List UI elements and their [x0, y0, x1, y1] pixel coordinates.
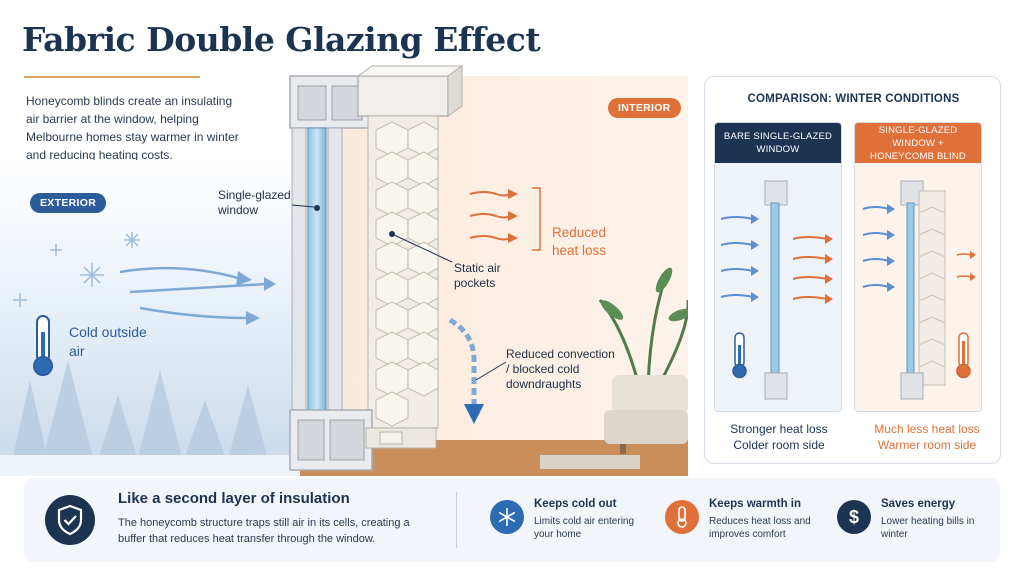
feature-title: Keeps warmth in	[709, 498, 802, 510]
page-title: Fabric Double Glazing Effect	[22, 20, 541, 59]
honeycomb-blind-caption-line2: Warmer room side	[877, 438, 977, 452]
intro-text: Honeycomb blinds create an insulating ai…	[26, 94, 239, 162]
comparison-panel: COMPARISON: WINTER CONDITIONS BARE SINGL…	[704, 76, 1001, 464]
benefits-divider	[456, 492, 457, 548]
snow-ground	[0, 455, 300, 476]
feature-text: Lower heating bills in winter	[881, 516, 975, 540]
snowy-trees	[10, 360, 271, 470]
heat-loss-label: Reduced heat loss	[552, 225, 607, 258]
heat-loss-bracket	[532, 187, 541, 251]
honeycomb-blind-caption-line1: Much less heat loss	[874, 422, 980, 436]
glass-pointer-dot	[314, 205, 320, 211]
thermometer-icon	[665, 500, 699, 534]
heat-arrowheads	[508, 189, 518, 243]
feature-text: Limits cold air entering your home	[534, 516, 635, 540]
bare-window-caption: Stronger heat loss Colder room side	[705, 421, 853, 453]
convection-arrow	[448, 317, 477, 408]
bare-window-card: BARE SINGLE-GLAZED WINDOW	[714, 122, 842, 412]
window-frame-top	[289, 65, 464, 129]
honeycomb-blind-header: SINGLE-GLAZED WINDOW + HONEYCOMB BLIND	[855, 123, 981, 163]
exterior-badge: EXTERIOR	[30, 193, 107, 213]
feature-title: Saves energy	[881, 498, 956, 510]
benefits-bar: Like a second layer of insulation The ho…	[24, 478, 1000, 562]
air-pockets-label: Static air pockets	[454, 261, 501, 290]
glazed-window-label: Single-glazed window	[218, 188, 291, 217]
convection-arrowhead	[464, 404, 484, 424]
feature-text: Reduces heat loss and improves comfort	[709, 516, 811, 540]
thermometer-icon	[33, 315, 53, 376]
honeycomb-blind-caption: Much less heat loss Warmer room side	[853, 421, 1001, 453]
honeycomb-blind-card: SINGLE-GLAZED WINDOW + HONEYCOMB BLIND	[854, 122, 982, 412]
sofa-decoration	[604, 375, 688, 454]
cold-wind-arrows	[119, 266, 267, 320]
bare-window-caption-line2: Colder room side	[733, 438, 825, 452]
dollar-symbol: $	[848, 506, 859, 527]
plant-decoration	[598, 267, 688, 393]
rug	[540, 455, 640, 469]
bare-window-header: BARE SINGLE-GLAZED WINDOW	[715, 123, 841, 163]
bare-window-caption-line1: Stronger heat loss	[730, 422, 828, 436]
bare-window-illustration	[715, 163, 841, 411]
benefit-title: Like a second layer of insulation	[118, 490, 350, 507]
cold-air-label: Cold outside air	[69, 324, 147, 359]
window-frame-inner	[327, 127, 343, 419]
heat-loss-arrows	[469, 191, 511, 241]
feature-title: Keeps cold out	[534, 498, 617, 510]
dollar-icon: $	[837, 500, 871, 534]
honeycomb-window-illustration	[855, 163, 981, 411]
title-underline	[24, 76, 200, 78]
snowflake-decorations	[13, 232, 140, 307]
benefit-text: The honeycomb structure traps still air …	[118, 517, 410, 545]
comparison-title: COMPARISON: WINTER CONDITIONS	[747, 93, 960, 105]
glass-pane	[307, 127, 327, 421]
snowflake-icon	[490, 500, 524, 534]
window-frame-bottom	[289, 409, 437, 471]
shield-icon	[45, 495, 95, 545]
cold-arrowheads	[236, 271, 276, 325]
interior-badge: INTERIOR	[608, 98, 681, 118]
honeycomb-blind	[367, 115, 439, 429]
window-frame-left	[291, 127, 307, 419]
convection-label: Reduced convection / blocked cold downdr…	[506, 347, 615, 391]
